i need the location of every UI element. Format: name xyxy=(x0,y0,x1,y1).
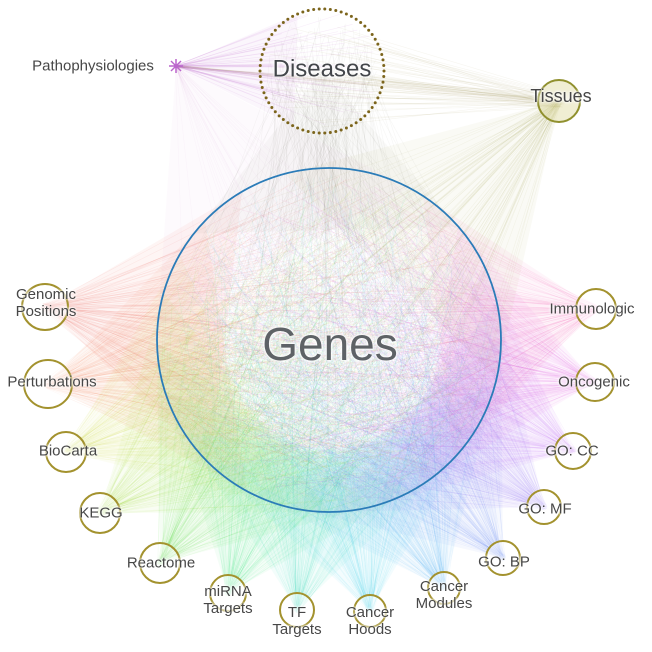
edge-wedge-go-cc-genes xyxy=(374,265,573,506)
node-circle-oncogenic[interactable] xyxy=(575,362,615,402)
node-shapes xyxy=(21,7,617,628)
node-circle-biocarta[interactable] xyxy=(45,431,87,473)
edge-wedge-perturbations-genes xyxy=(48,220,248,492)
edge-bundle-tissues-genes xyxy=(171,96,564,498)
edge-bundle-kegg-genes xyxy=(95,179,484,518)
node-circle-tissues[interactable] xyxy=(537,79,581,123)
node-circle-cancer-modules[interactable] xyxy=(427,571,461,605)
edge-bundle-go-cc-genes xyxy=(165,177,577,495)
node-circle-reactome[interactable] xyxy=(139,542,181,584)
edge-bundle-go-mf-genes xyxy=(175,177,548,511)
node-circle-tf-targets[interactable] xyxy=(279,592,315,628)
edge-bundle-diseases-tissues xyxy=(269,26,566,128)
edge-bundles xyxy=(40,13,601,614)
edge-wedge-go-mf-genes xyxy=(333,301,544,512)
edge-bundle-cancer-hoods-genes xyxy=(178,177,490,614)
edge-wedge-tf-targets-genes xyxy=(183,432,449,610)
edge-bundle-cancer-modules-genes xyxy=(174,174,493,591)
edge-wedge-immunologic-genes xyxy=(423,196,596,459)
edge-bundle-diseases-genes xyxy=(164,17,489,497)
edge-bundle-biocarta-genes xyxy=(62,191,495,502)
edge-bundle-oncogenic-genes xyxy=(163,184,599,501)
edge-bundle-tf-targets-genes xyxy=(168,176,485,614)
node-star-pathophysiologies[interactable] xyxy=(169,59,183,73)
edge-wedge-genomic-positions-genes xyxy=(45,191,243,465)
edge-bundle-pathophysiologies-tissues xyxy=(174,64,567,108)
node-circle-cancer-hoods[interactable] xyxy=(353,594,387,628)
node-circle-go-mf[interactable] xyxy=(526,489,562,525)
node-circle-go-cc[interactable] xyxy=(554,432,592,470)
edge-wedge-cancer-hoods-genes xyxy=(212,426,478,611)
node-circle-genomic-positions[interactable] xyxy=(21,283,69,331)
edge-bundle-pathophysiologies-diseases xyxy=(174,13,376,125)
edge-wedges xyxy=(45,13,596,611)
edge-bundle-go-bp-genes xyxy=(171,190,507,562)
edge-wedge-mirna-targets-genes xyxy=(164,391,413,593)
edge-wedge-biocarta-genes xyxy=(66,254,288,507)
node-circle-perturbations[interactable] xyxy=(23,359,73,409)
edge-bundle-immunologic-genes xyxy=(175,182,601,500)
edge-wedge-reactome-genes xyxy=(157,342,374,563)
edge-bundle-perturbations-genes xyxy=(43,176,493,497)
node-circle-mirna-targets[interactable] xyxy=(209,574,247,612)
node-circle-kegg[interactable] xyxy=(79,492,121,534)
edge-bundle-mirna-targets-genes xyxy=(176,182,489,597)
edge-wedge-cancer-modules-genes xyxy=(253,381,496,588)
edge-wedge-go-bp-genes xyxy=(289,338,503,558)
edge-bundle-reactome-genes xyxy=(155,176,478,567)
node-circle-immunologic[interactable] xyxy=(575,288,617,330)
edge-bundle-pathophysiologies-genes xyxy=(174,64,455,453)
node-circle-genes[interactable] xyxy=(156,167,502,513)
node-circle-diseases[interactable] xyxy=(258,7,386,135)
edge-wedge-oncogenic-genes xyxy=(416,226,595,488)
node-circle-go-bp[interactable] xyxy=(485,540,521,576)
edge-bundle-genomic-positions-genes xyxy=(40,176,487,492)
